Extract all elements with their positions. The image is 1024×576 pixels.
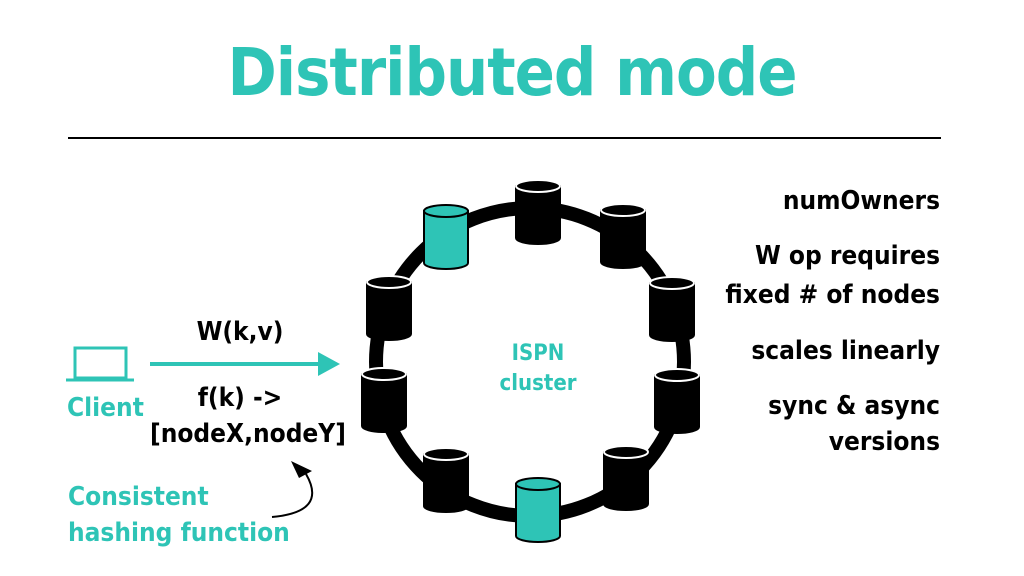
- cluster-node-1: [423, 204, 469, 270]
- write-arrow: [150, 352, 340, 376]
- note-sync-async-line1: sync & async: [768, 391, 940, 421]
- note-write-op-line1: W op requires: [754, 241, 940, 271]
- cluster-node-3: [600, 203, 646, 269]
- laptop-icon: [66, 346, 134, 382]
- slide-title: Distributed mode: [227, 34, 797, 111]
- cluster-label-line2: cluster: [499, 371, 576, 396]
- hashing-arrow: [271, 461, 314, 518]
- hash-note-line2: hashing function: [68, 518, 290, 548]
- cluster-node-6: [603, 445, 649, 511]
- cluster-node-10: [366, 275, 412, 341]
- note-write-op-line2: fixed # of nodes: [725, 280, 940, 310]
- cluster-node-5: [654, 368, 700, 434]
- cluster-node-7: [515, 477, 561, 543]
- cluster-node-9: [361, 367, 407, 433]
- hash-note-line1: Consistent: [68, 482, 209, 512]
- cluster-label-line1: ISPN: [512, 341, 565, 366]
- cluster-node-8: [423, 447, 469, 513]
- client-label: Client: [67, 393, 144, 423]
- note-sync-async-line2: versions: [828, 427, 940, 457]
- cluster-node-4: [649, 276, 695, 342]
- note-scales-linearly: scales linearly: [751, 336, 940, 366]
- cluster-node-2: [515, 179, 561, 245]
- write-operation-label: W(k,v): [196, 317, 284, 347]
- title-divider: [68, 137, 941, 139]
- hash-formula-line1: f(k) ->: [197, 383, 283, 413]
- cluster-nodes: [361, 179, 700, 543]
- note-num-owners: numOwners: [782, 186, 940, 216]
- hash-formula-line2: [nodeX,nodeY]: [150, 419, 346, 449]
